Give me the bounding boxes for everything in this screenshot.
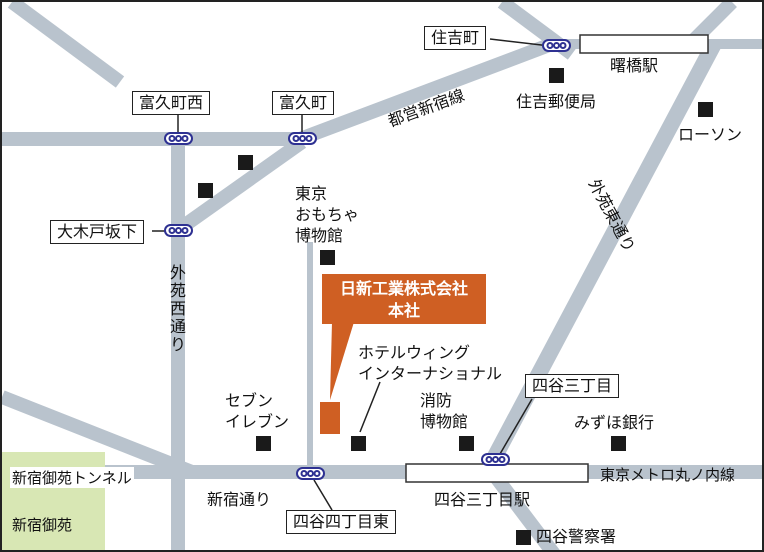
station-dot: [559, 42, 567, 49]
hotel-label: ホテルウィングインターナショナル: [358, 343, 503, 383]
lawson-label: ローソン: [678, 125, 743, 144]
station-dot: [492, 456, 499, 463]
post-office-marker: [549, 68, 564, 83]
tomihisacho-stop-label: 富久町: [272, 91, 335, 115]
hotel-marker: [351, 436, 366, 451]
station-dot: [546, 42, 554, 49]
hq-callout: 日新工業株式会社 本社: [322, 274, 486, 324]
akebonobashi-station-bar: [579, 34, 709, 54]
station-dot: [299, 135, 306, 142]
fire-museum-label: 消防博物館: [420, 391, 469, 431]
fire-museum-marker: [459, 436, 474, 451]
park-label: 新宿御苑: [12, 516, 73, 534]
station-dot: [181, 227, 189, 234]
station-dot: [175, 135, 182, 142]
yotsuya-sanchome-station-label: 四谷三丁目駅: [434, 490, 531, 509]
station-dot: [168, 227, 176, 234]
station-dot: [498, 456, 506, 463]
yotsuya-yonchome-leader-line: [313, 479, 333, 511]
building-marker: [198, 183, 213, 198]
mizuho-bank-label: みずほ銀行: [574, 413, 655, 432]
station-dot: [300, 470, 308, 477]
hotel-leader-line: [359, 381, 381, 433]
station-dot: [553, 42, 560, 49]
road-bottom-diagonal: [486, 467, 560, 550]
road-top-left-diagonal: [7, 2, 125, 88]
road-toei-diagonal: [297, 37, 555, 146]
seven-eleven-label: セブンイレブン: [225, 391, 290, 431]
seven-eleven-marker: [256, 436, 271, 451]
road-left-diagonal: [2, 390, 195, 479]
yotsuya-sanchome-station-bar: [405, 463, 589, 483]
sumiyoshi-leader-line: [489, 38, 551, 47]
station-markers: [164, 39, 571, 480]
station-dot: [292, 135, 300, 142]
yotsuya-sanchome-stop-label: 四谷三丁目: [525, 374, 620, 398]
toy-museum-marker: [320, 250, 335, 265]
akebonobashi-station-label: 曙橋駅: [610, 56, 659, 75]
toy-museum-label: 東京おもちゃ博物館: [295, 184, 360, 245]
hq-callout-pointer: [330, 322, 354, 400]
marunouchi-line-label: 東京メトロ丸ノ内線: [600, 466, 736, 484]
gaien-nishi-dori-label: 外苑西通り: [169, 263, 186, 354]
station-dot: [307, 470, 314, 477]
tomihisacho-nishi-stop-label: 富久町西: [132, 91, 211, 115]
yotsuya-yonchome-higashi-stop-label: 四谷四丁目東: [286, 510, 397, 534]
hq-building-marker: [320, 402, 340, 434]
hq-company-name: 日新工業株式会社: [339, 279, 468, 298]
shinjuku-dori-label: 新宿通り: [207, 490, 272, 509]
hq-office-type: 本社: [387, 301, 420, 320]
mizuho-bank-marker: [611, 436, 626, 451]
station-dot: [485, 456, 493, 463]
station-dot: [168, 135, 176, 142]
post-office-label: 住吉郵便局: [516, 92, 597, 111]
station-dot: [175, 227, 182, 234]
sumiyoshicho-stop-label: 住吉町: [424, 26, 487, 50]
lawson-marker: [698, 102, 713, 117]
station-dot: [305, 135, 313, 142]
station-dot: [181, 135, 189, 142]
ookido-sakashita-stop-label: 大木戸坂下: [50, 220, 145, 244]
police-station-marker: [516, 530, 531, 545]
building-marker: [238, 155, 253, 170]
tunnel-label: 新宿御苑トンネル: [10, 467, 134, 488]
road-ookido-diagonal: [173, 136, 307, 236]
yotsuya-sanchome-leader-line: [499, 398, 533, 455]
station-dot: [313, 470, 321, 477]
police-station-label: 四谷警察署: [536, 527, 617, 546]
